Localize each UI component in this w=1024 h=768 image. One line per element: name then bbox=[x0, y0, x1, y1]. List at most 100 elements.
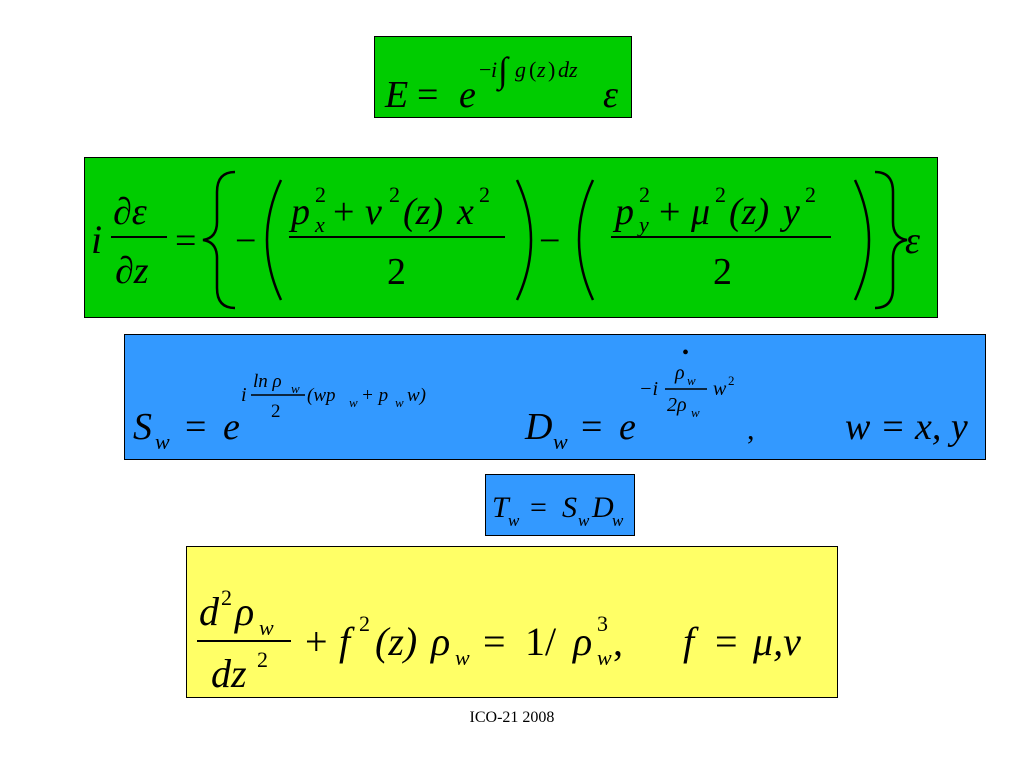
eq5-f: f bbox=[339, 619, 355, 664]
equation-2: i ∂ε ∂z = − p 2 x + ν 2 (z) x 2 2 − p 2 … bbox=[91, 170, 920, 310]
eq3-s-lhs: S bbox=[133, 406, 152, 448]
eq2-f1-x: x bbox=[456, 191, 474, 233]
eq2-f1-arg: (z) bbox=[403, 191, 443, 233]
eq3-d-exp-w-sup: 2 bbox=[728, 373, 735, 388]
eq3-s-exp-end: w) bbox=[407, 385, 426, 406]
eq2-f1-nu: ν bbox=[365, 191, 382, 233]
eq3-d-exp-num: ρ bbox=[674, 362, 685, 384]
eq3-s-exp-plus: + p bbox=[361, 385, 388, 406]
eq5-equals: = bbox=[483, 619, 506, 664]
eq1-exp-z: z bbox=[536, 57, 546, 82]
eq1-tail: ε bbox=[603, 74, 618, 116]
eq4-d: D bbox=[591, 491, 614, 524]
eq5-cond-vals: μ,ν bbox=[752, 619, 801, 664]
eq2-f2-y-sup: 2 bbox=[805, 182, 816, 207]
eq2-f2-arg: (z) bbox=[729, 191, 769, 233]
eq5-cond-f: f bbox=[683, 619, 699, 664]
eq3-s-exp-num-sub: w bbox=[291, 381, 300, 396]
eq2-minus-1: − bbox=[235, 220, 256, 262]
eq5-num-sup: 2 bbox=[221, 585, 232, 610]
eq3-s-exp-den: 2 bbox=[271, 401, 281, 422]
eq2-den: ∂z bbox=[115, 250, 149, 292]
eq5-cond-equals: = bbox=[715, 619, 738, 664]
eq2-f2-plus: + bbox=[659, 191, 680, 233]
equation-3: S w = e i ln ρ w 2 (wp w + p w w) D w = … bbox=[133, 342, 968, 454]
eq1-lhs: E bbox=[384, 74, 408, 116]
eq5-rho2: ρ bbox=[571, 619, 592, 664]
eq2-f1-p-sub: x bbox=[314, 212, 325, 237]
eq5-den-dz: dz bbox=[211, 651, 247, 696]
eq2-f1-nu-sup: 2 bbox=[389, 182, 400, 207]
eq3-d-dot: • bbox=[682, 342, 689, 364]
footer-label: ICO-21 2008 bbox=[469, 709, 555, 726]
equation-5: d 2 ρ w dz 2 + f 2 (z) ρ w = 1/ ρ 3 w , … bbox=[197, 585, 801, 696]
eq4-t: T bbox=[492, 491, 511, 524]
eq2-minus-2: − bbox=[539, 220, 560, 262]
eq4-d-sub: w bbox=[612, 511, 624, 530]
equation-4-box: T w = S w D w bbox=[485, 474, 635, 536]
equation-5-box: d 2 ρ w dz 2 + f 2 (z) ρ w = 1/ ρ 3 w , … bbox=[186, 546, 838, 698]
eq3-s-base: e bbox=[223, 406, 240, 448]
eq2-right-paren-2 bbox=[853, 179, 871, 301]
eq5-plus: + bbox=[305, 619, 328, 664]
eq1-equals: = bbox=[417, 74, 438, 116]
eq3-s-sub: w bbox=[155, 429, 170, 454]
eq5-one-over: 1/ bbox=[525, 619, 557, 664]
eq2-left-brace bbox=[202, 170, 236, 310]
equation-1: E = e − i ∫ g ( z ) dz ε bbox=[384, 50, 618, 116]
eq2-left-paren-2 bbox=[577, 179, 595, 301]
eq2-f2-y: y bbox=[779, 191, 800, 233]
eq2-equals: = bbox=[175, 220, 196, 262]
eq2-f1-p-sup: 2 bbox=[315, 182, 326, 207]
eq2-f2-mu-sup: 2 bbox=[715, 182, 726, 207]
eq2-right-brace bbox=[874, 170, 908, 310]
eq5-den-sup: 2 bbox=[257, 647, 268, 672]
eq2-f1-p: p bbox=[288, 191, 310, 233]
eq4-s: S bbox=[562, 491, 577, 524]
eq3-d-exp-w: w bbox=[713, 378, 727, 400]
eq2-i: i bbox=[91, 217, 102, 262]
equation-3-box: S w = e i ln ρ w 2 (wp w + p w w) D w = … bbox=[124, 334, 986, 460]
eq4-s-sub: w bbox=[578, 511, 590, 530]
eq1-exp-g: g bbox=[515, 57, 526, 82]
equation-1-box: E = e − i ∫ g ( z ) dz ε bbox=[374, 36, 632, 118]
eq2-f1-den: 2 bbox=[387, 251, 406, 293]
eq3-d-exp-den: 2ρ bbox=[667, 394, 687, 416]
eq2-f1-x-sup: 2 bbox=[479, 182, 490, 207]
eq3-condition: w = x, y bbox=[845, 406, 968, 448]
eq5-f-arg: (z) bbox=[375, 619, 417, 664]
eq2-f2-den: 2 bbox=[713, 251, 732, 293]
eq4-t-sub: w bbox=[508, 511, 520, 530]
eq1-base: e bbox=[459, 74, 476, 116]
eq3-s-exp-p2-sub: w bbox=[395, 395, 404, 410]
eq3-s-exp-i: i bbox=[241, 384, 247, 406]
eq5-num-sub: w bbox=[259, 615, 274, 640]
eq5-rho: ρ bbox=[429, 619, 450, 664]
eq1-exp-i: i bbox=[491, 57, 497, 82]
eq3-d-exp-num-sub: w bbox=[687, 373, 696, 388]
eq5-rho2-sup: 3 bbox=[597, 611, 608, 636]
eq4-equals: = bbox=[530, 491, 547, 524]
equation-4: T w = S w D w bbox=[492, 491, 624, 530]
eq5-f-sup: 2 bbox=[359, 611, 370, 636]
equation-2-box: i ∂ε ∂z = − p 2 x + ν 2 (z) x 2 2 − p 2 … bbox=[84, 157, 938, 318]
eq3-s-exp-paren: (wp bbox=[307, 385, 336, 406]
eq2-f2-p: p bbox=[612, 191, 634, 233]
eq1-exp-paren-open: ( bbox=[529, 57, 536, 82]
eq3-comma: , bbox=[747, 413, 755, 446]
eq3-d-exp-minus-i: −i bbox=[639, 378, 658, 400]
eq3-d-sub: w bbox=[553, 429, 568, 454]
eq1-exp-sign: − bbox=[479, 57, 491, 82]
eq5-rho-sub: w bbox=[455, 645, 470, 670]
eq2-f1-plus: + bbox=[333, 191, 354, 233]
eq3-s-exp-p-sub: w bbox=[349, 395, 358, 410]
eq2-f2-mu: μ bbox=[690, 191, 710, 233]
eq5-comma: , bbox=[613, 619, 623, 664]
eq1-exp-paren-close: ) bbox=[548, 57, 555, 82]
eq2-right-paren-1 bbox=[515, 179, 533, 301]
eq3-d-exp-den-sub: w bbox=[691, 405, 700, 420]
eq3-s-exp-num: ln ρ bbox=[253, 371, 282, 392]
eq5-rho2-sub: w bbox=[597, 645, 612, 670]
eq3-d-equals: = bbox=[581, 406, 602, 448]
eq5-num-d: d bbox=[199, 589, 220, 634]
